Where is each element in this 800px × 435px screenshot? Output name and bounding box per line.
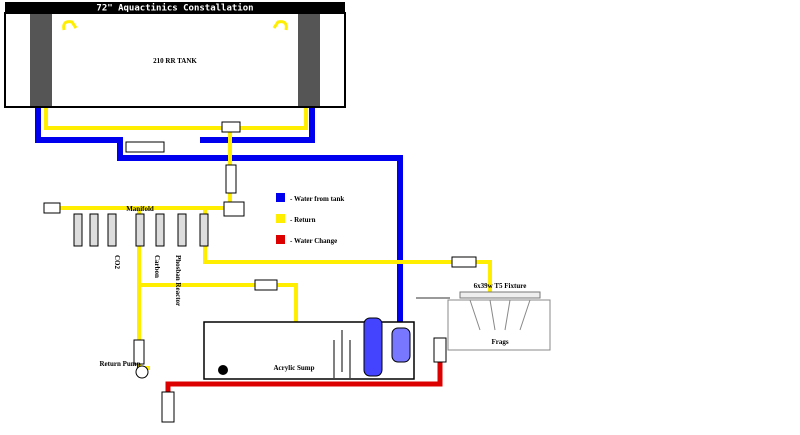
water-change-inlet <box>433 337 447 363</box>
reactor-label-co2: CO2 <box>113 255 121 270</box>
manifold-inlet-valve <box>225 164 237 194</box>
return-pump <box>135 365 149 379</box>
drain-union <box>125 141 165 153</box>
overflow-right <box>298 14 320 106</box>
sump-return-valve <box>254 279 278 291</box>
t5-fixture <box>459 291 541 299</box>
legend-text-water-from-tank: - Water from tank <box>290 195 344 203</box>
diagram-title: 72" Aquactinics Constallation <box>96 3 253 14</box>
manifold-end-cap <box>43 202 61 214</box>
return-outlet-right <box>272 20 288 31</box>
return-pump-label-text: Return Pump <box>99 360 140 368</box>
return-outlet-left <box>62 20 78 31</box>
legend-swatch-return <box>276 214 285 223</box>
water-change-line <box>165 342 443 392</box>
drain-lines <box>35 108 403 355</box>
fixture-light-rays <box>469 299 531 331</box>
frags-label: Frags <box>491 338 508 346</box>
tank-label: 210 RR TANK <box>153 57 197 65</box>
return-tee <box>221 121 241 133</box>
water-change-valve <box>161 391 175 423</box>
overflow-left <box>30 14 52 106</box>
title-bar <box>5 2 345 13</box>
legend-swatch-water-from-tank <box>276 193 285 202</box>
manifold-valves <box>73 213 209 247</box>
sump-reactor-a <box>363 317 383 377</box>
pump-intake <box>218 365 228 375</box>
sump-reactor-b <box>391 327 411 363</box>
return-pump-label: Return Pump <box>99 360 140 368</box>
pump-check-valve <box>133 339 145 365</box>
legend-text-return: - Return <box>290 216 316 224</box>
frag-line-valve <box>451 256 477 268</box>
legend-swatch-water-change <box>276 235 285 244</box>
reactor-label-phosban: Phosban Reactor <box>174 255 182 306</box>
legend-text-water-change: - Water Change <box>290 237 337 245</box>
sump-label: Acrylic Sump <box>273 364 314 372</box>
fixture-label: 6x39w T5 Fixture <box>474 282 527 290</box>
sump-baffles <box>333 330 351 378</box>
manifold-label: Manifold <box>126 205 154 213</box>
frag-tank <box>447 299 551 351</box>
reactor-label-carbon: Carbon <box>153 255 161 278</box>
display-tank <box>4 12 346 108</box>
manifold-tee <box>223 201 245 217</box>
